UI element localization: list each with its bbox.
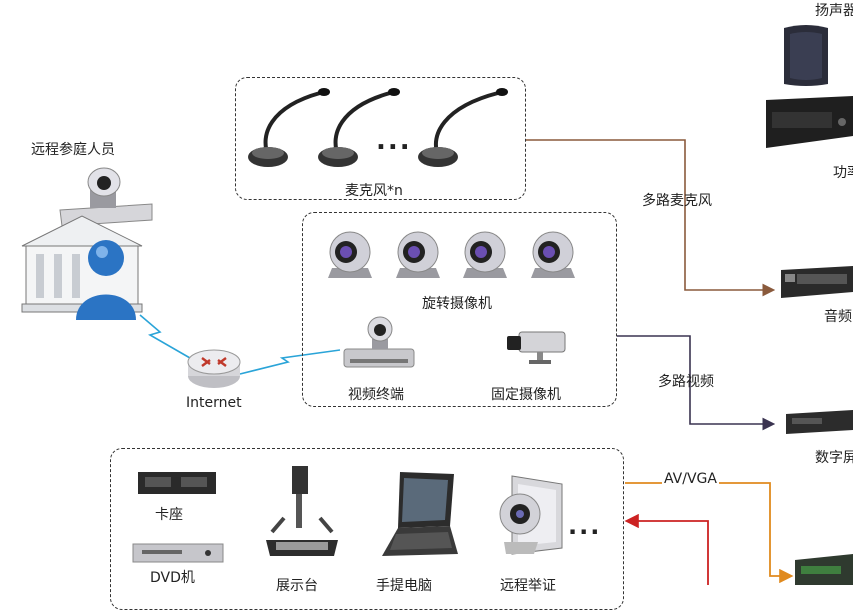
microphones-group bbox=[235, 77, 526, 200]
microphones-label: 麦克风*n bbox=[345, 183, 403, 199]
digital-recorder-icon bbox=[786, 410, 853, 434]
dvd-player-icon bbox=[132, 543, 224, 563]
amplifier-icon bbox=[766, 96, 853, 148]
microphone-icon bbox=[248, 88, 330, 167]
speaker-icon bbox=[784, 25, 828, 86]
router-icon bbox=[187, 349, 241, 388]
matrix-switcher-icon bbox=[795, 554, 853, 585]
laptop-icon bbox=[382, 472, 458, 556]
internet-label: Internet bbox=[186, 395, 242, 411]
video-terminal-icon bbox=[343, 316, 415, 368]
video-link-line bbox=[617, 335, 776, 431]
digital-label: 数字屏 bbox=[815, 450, 853, 466]
multi-mic-label: 多路麦克风 bbox=[642, 193, 712, 209]
fixed-camera-icon bbox=[507, 331, 566, 364]
microphone-icon bbox=[318, 88, 400, 167]
net-link-right bbox=[239, 349, 341, 375]
ptz-camera-icon bbox=[463, 231, 507, 278]
cassette-deck-icon bbox=[138, 472, 216, 494]
ptz-camera-icon bbox=[531, 231, 575, 278]
amplifier-label: 功率 bbox=[833, 165, 853, 181]
mic-link-line bbox=[526, 139, 776, 297]
remote-evidence-label: 远程举证 bbox=[500, 578, 556, 594]
microphone-icon bbox=[418, 88, 508, 167]
audio-label: 音频 bbox=[824, 309, 852, 325]
remote-evidence-icon bbox=[499, 475, 563, 555]
microphones-ellipsis: ... bbox=[376, 126, 412, 156]
person-icon bbox=[76, 240, 136, 320]
av-vga-label: AV/VGA bbox=[662, 471, 719, 487]
remote-participant-label: 远程参庭人员 bbox=[31, 142, 115, 158]
multi-video-label: 多路视频 bbox=[658, 374, 714, 390]
document-camera-label: 展示台 bbox=[276, 578, 318, 594]
document-camera-icon bbox=[266, 466, 338, 556]
cassette-label: 卡座 bbox=[155, 507, 183, 523]
ptz-camera-icon bbox=[328, 231, 372, 278]
audio-processor-icon bbox=[781, 266, 853, 298]
rotating-camera-label: 旋转摄像机 bbox=[422, 296, 492, 312]
dvd-label: DVD机 bbox=[150, 570, 195, 586]
net-link-left bbox=[139, 314, 191, 359]
sources-ellipsis: ... bbox=[568, 512, 602, 540]
video-terminal-label: 视频终端 bbox=[348, 387, 404, 403]
return-link-line bbox=[624, 513, 709, 585]
ptz-camera-icon bbox=[396, 231, 440, 278]
speaker-label: 扬声器 bbox=[815, 3, 853, 19]
fixed-camera-label: 固定摄像机 bbox=[491, 387, 561, 403]
laptop-label: 手提电脑 bbox=[376, 578, 432, 594]
cameras-group bbox=[302, 212, 617, 407]
